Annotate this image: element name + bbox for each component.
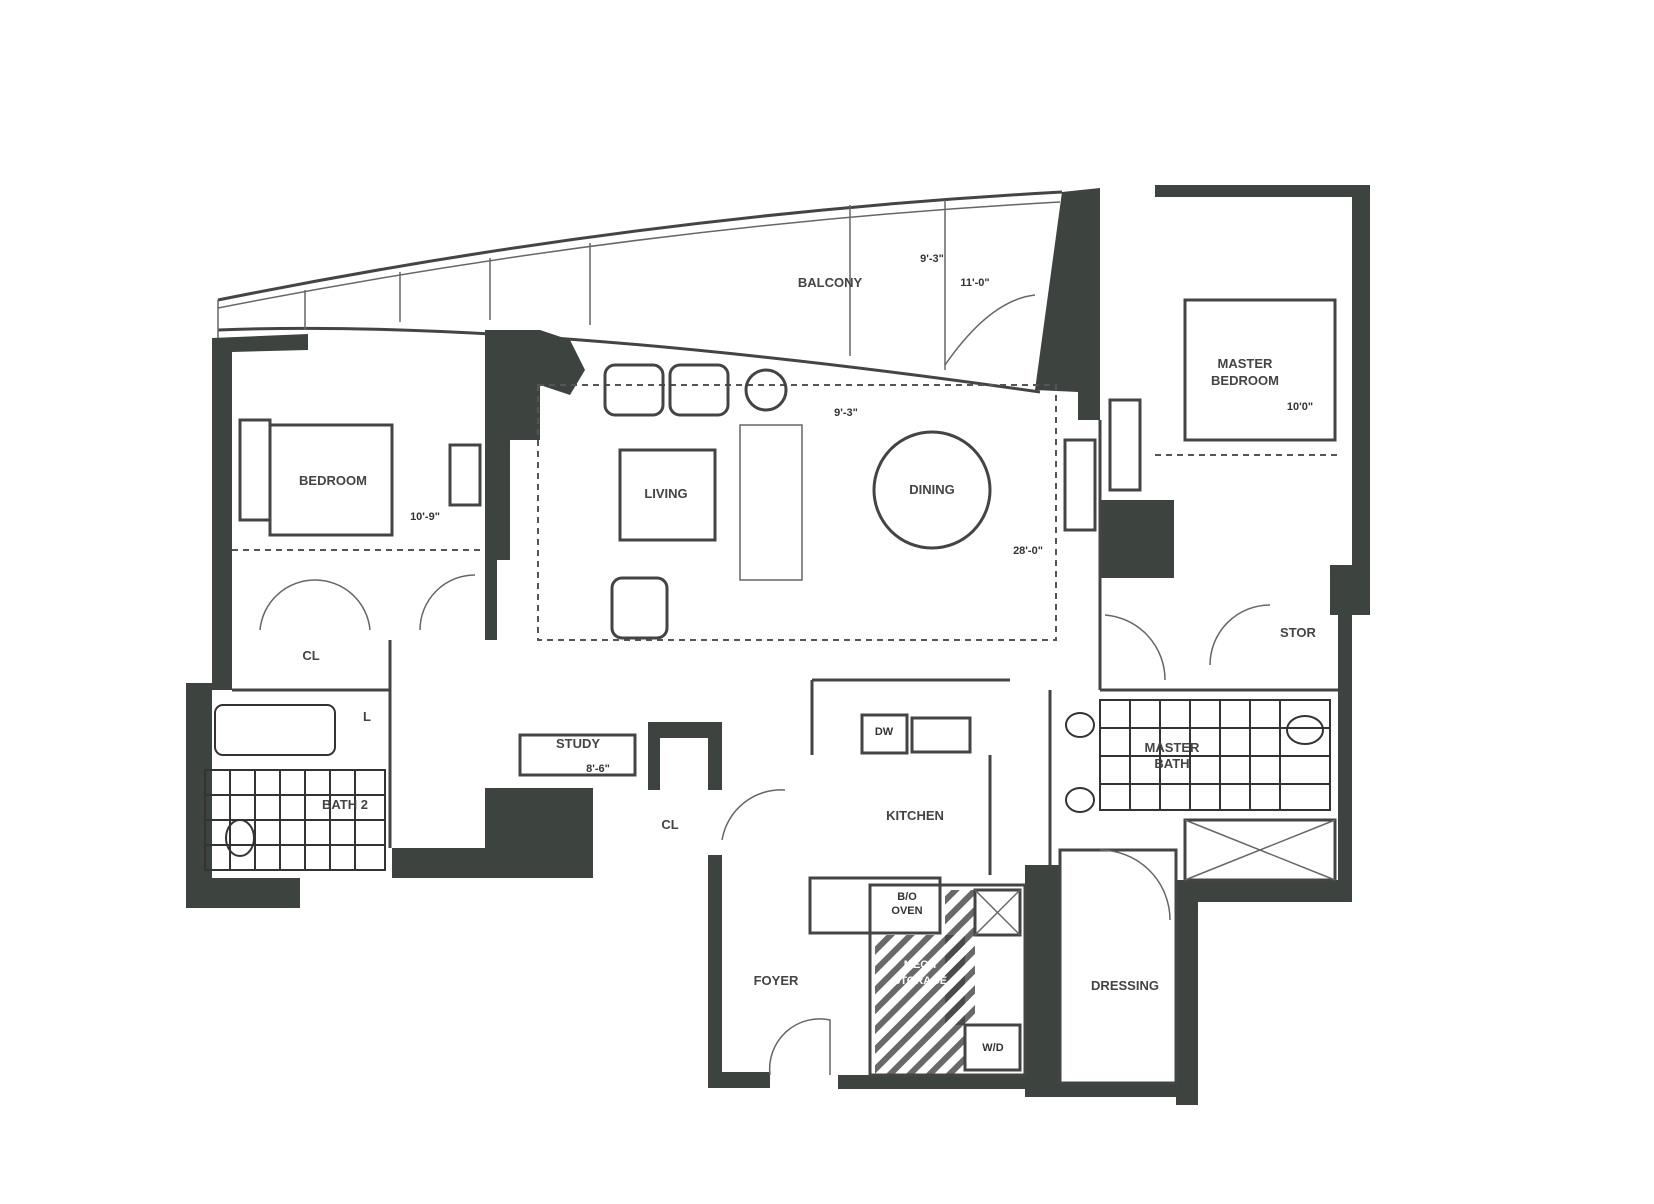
label-living: LIVING [644,486,687,501]
dim-living-depth: 9'-3" [834,407,858,419]
dim-master-bedroom: 10'0" [1287,401,1313,413]
master-bath-tiles [1065,699,1331,813]
label-balcony: BALCONY [798,275,863,290]
balcony [217,190,1063,394]
label-washer-dryer: W/D [982,1042,1003,1054]
dim-balcony-depth: 9'-3" [920,253,944,265]
furniture [238,363,1142,777]
label-mech-storage: MECH [904,959,936,971]
bath2-tiles [204,704,386,871]
dim-bedroom: 10'-9" [410,511,440,523]
label-closet: CL [302,648,319,663]
dim-study: 8'-6" [586,763,610,775]
interior-lines [232,298,1338,1085]
dim-balcony-width: 11'-0" [960,277,989,289]
label-storage: STOR [1280,625,1316,640]
label-master-bath: MASTER [1145,740,1201,755]
label-foyer: FOYER [754,973,799,988]
label-master-bath: BATH [1154,756,1189,771]
label-kitchen: KITCHEN [886,808,944,823]
room-labels: BALCONY BEDROOM LIVING DINING MASTER BED… [299,275,1316,1054]
label-dishwasher: DW [875,726,894,738]
label-master-bedroom: BEDROOM [1211,373,1279,388]
label-oven: B/O [897,891,917,903]
label-mech-storage: STORAGE [893,975,947,987]
label-study: STUDY [556,736,600,751]
doors [259,574,1271,1076]
mech-storage-hatch [945,890,975,1025]
label-master-bedroom: MASTER [1218,356,1274,371]
label-closet-hall: CL [661,817,678,832]
walls [186,185,1370,1105]
label-linen: L [363,709,371,724]
dim-living-dining: 28'-0" [1013,545,1043,557]
label-bedroom: BEDROOM [299,473,367,488]
label-oven: OVEN [891,905,922,917]
label-dining: DINING [909,482,955,497]
dimension-labels: 10'-9" 10'0" 8'-6" 28'-0" 9'-3" 11'-0" 9… [410,253,1313,775]
label-bath2: BATH 2 [322,797,368,812]
label-dressing: DRESSING [1091,978,1159,993]
